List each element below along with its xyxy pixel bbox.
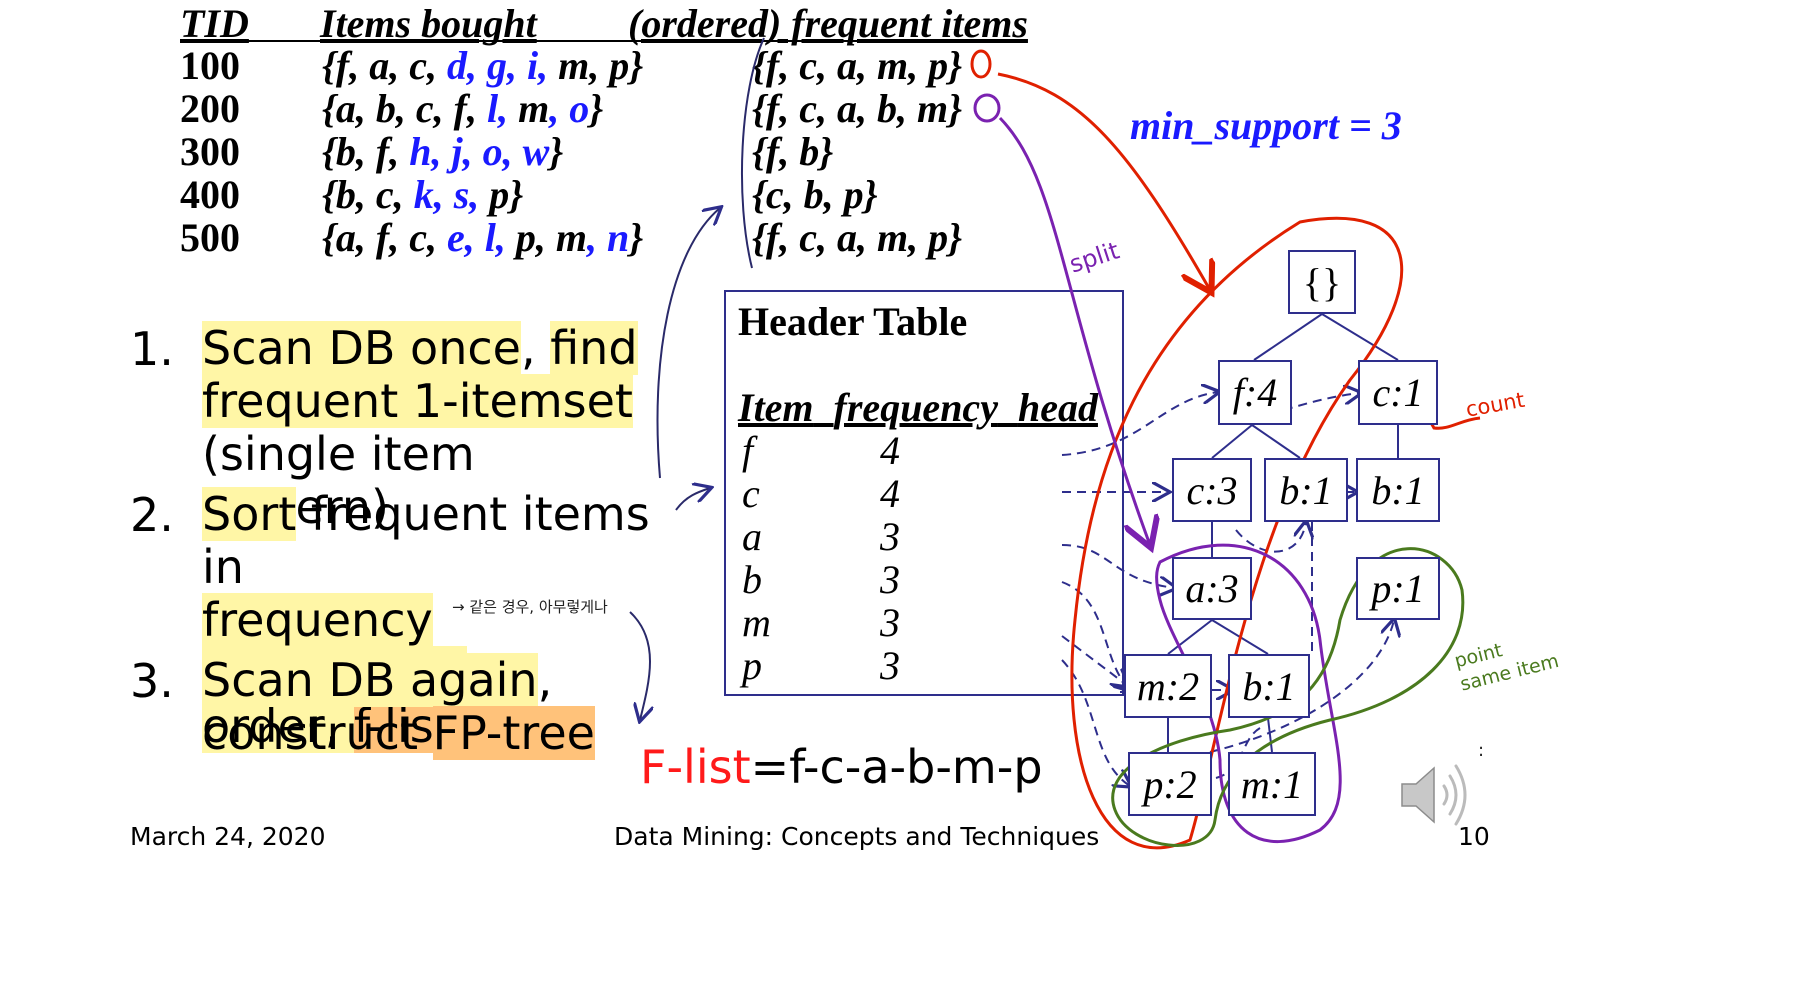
step-number: 1.: [130, 322, 174, 376]
colon-mark: :: [1478, 740, 1485, 761]
table-row-ordered: {f, c, a, m, p}: [752, 43, 963, 88]
header-table-freq: 3: [880, 514, 900, 559]
header-table: [724, 290, 1124, 696]
table-row-ordered: {c, b, p}: [752, 172, 878, 217]
header-table-freq: 4: [880, 471, 900, 516]
korean-note: → 같은 경우, 아무렇게나: [452, 598, 608, 616]
step-number: 2.: [130, 488, 174, 542]
step-number: 3.: [130, 654, 174, 708]
table-row-tid: 300: [180, 129, 240, 174]
header-table-freq: 3: [880, 600, 900, 645]
footer-page-number: 10: [1458, 822, 1490, 851]
table-header-rule: [180, 40, 1025, 42]
footer-title: Data Mining: Concepts and Techniques: [614, 822, 1100, 851]
red-handwriting: [970, 49, 1481, 850]
header-table-freq: 4: [880, 428, 900, 473]
tree-node-c1: c:1: [1358, 360, 1438, 425]
header-table-item: f: [742, 428, 754, 473]
step-1-text: Scan DB once, find frequent 1-itemset (s…: [202, 321, 638, 534]
header-table-freq: 3: [880, 643, 900, 688]
header-table-freq: 3: [880, 557, 900, 602]
col-header-tid: TID: [180, 1, 249, 46]
tree-node-b1: b:1: [1264, 458, 1348, 522]
header-table-item: c: [742, 471, 760, 516]
purple-handwriting: [973, 93, 1342, 843]
tree-node-m2: m:2: [1124, 654, 1212, 718]
tree-node-f4: f:4: [1218, 360, 1292, 425]
hand-pen-lines: [629, 37, 765, 720]
col-header-ordered-frequent-items: (ordered) frequent items: [628, 1, 1028, 46]
tree-node-p1: p:1: [1356, 557, 1440, 620]
header-table-item: b: [742, 557, 762, 602]
table-row-items: {a, f, c, e, l, p, m, n}: [322, 215, 644, 260]
table-row-items: {b, c, k, s, p}: [322, 172, 524, 217]
table-row-items: {a, b, c, f, l, m, o}: [322, 86, 604, 131]
green-handwriting: [1111, 547, 1465, 847]
footer-date: March 24, 2020: [130, 822, 326, 851]
tree-node-c3: c:3: [1172, 458, 1252, 522]
step-3-text: Scan DB again, construct FP-tree: [202, 653, 595, 760]
table-row-tid: 200: [180, 86, 240, 131]
header-table-item: a: [742, 514, 762, 559]
table-row-tid: 500: [180, 215, 240, 260]
header-table-item: p: [742, 643, 762, 688]
table-row-ordered: {f, c, a, b, m}: [752, 86, 963, 131]
tree-node-a3: a:3: [1172, 557, 1252, 620]
header-table-title: Header Table: [738, 299, 968, 344]
f-list-formula: F-list=f-c-a-b-m-p: [640, 740, 1043, 794]
header-table-item: m: [742, 600, 771, 645]
table-row-tid: 100: [180, 43, 240, 88]
min-support-label: min_support = 3: [1130, 103, 1402, 148]
speaker-icon[interactable]: [1398, 758, 1478, 832]
tree-node-b1: b:1: [1356, 458, 1440, 522]
col-header-items-bought: Items bought: [320, 1, 537, 46]
table-row-ordered: {f, b}: [752, 129, 834, 174]
tree-node-b1: b:1: [1228, 654, 1310, 718]
tree-root-node: {}: [1288, 250, 1356, 314]
table-row-items: {b, f, h, j, o, w}: [322, 129, 564, 174]
tree-node-m1: m:1: [1228, 752, 1316, 816]
table-row-items: {f, a, c, d, g, i, m, p}: [322, 43, 644, 88]
table-row-tid: 400: [180, 172, 240, 217]
header-table-columns: Item frequency head: [738, 385, 1098, 430]
table-row-ordered: {f, c, a, m, p}: [752, 215, 963, 260]
tree-node-p2: p:2: [1128, 752, 1212, 816]
